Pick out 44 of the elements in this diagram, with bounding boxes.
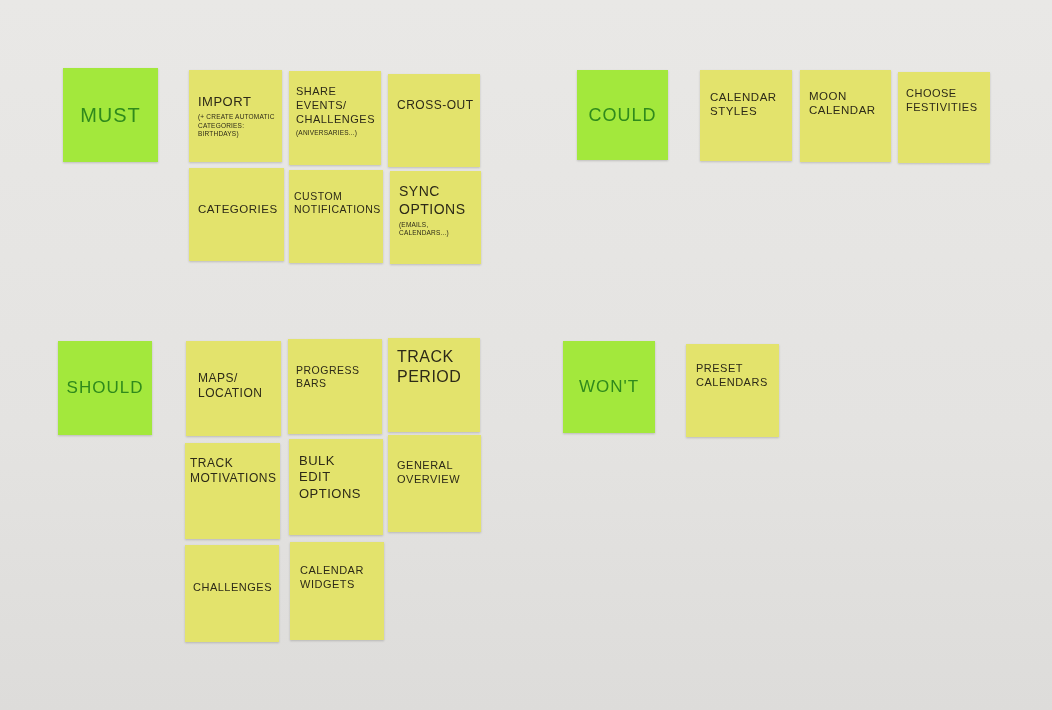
note-text: CHOOSE FESTIVITIES [906,87,979,115]
note-text: CUSTOM NOTIFICATIONS [294,190,382,217]
category-label: SHOULD [66,377,144,399]
sticky-note [289,170,383,263]
sticky-note [189,70,282,162]
note-text: CROSS-OUT [397,98,474,113]
note-text: TRACK PERIOD [397,347,463,387]
sticky-note [388,338,480,432]
note-text: SYNC OPTIONS [399,183,467,218]
sticky-note [700,70,792,161]
sticky-note [290,542,384,640]
note-text: MAPS/ LOCATION [198,371,264,401]
note-text: IMPORT [198,94,252,111]
sticky-note [388,435,481,532]
sticky-note [289,439,383,535]
note-text: CATEGORIES [198,202,278,217]
category-note [563,341,655,433]
note-text: SHARE EVENTS/ CHALLENGES [296,85,376,127]
note-text: PROGRESS BARS [296,364,361,391]
sticky-note [289,71,381,165]
sticky-note [186,341,281,436]
sticky-note [390,171,481,264]
category-note [63,68,158,162]
note-text: GENERAL OVERVIEW [397,459,462,487]
category-label: WON'T [578,376,640,398]
sticky-note [800,70,891,162]
note-text: CALENDAR WIDGETS [300,564,365,592]
note-text: MOON CALENDAR [809,89,877,118]
sticky-note [185,443,280,539]
note-text: CHALLENGES [193,581,272,595]
category-label: COULD [588,103,657,127]
note-text: TRACK MOTIVATIONS [190,456,278,486]
sticky-note [898,72,990,163]
note-text: CALENDAR STYLES [710,90,778,119]
sticky-note [686,344,779,437]
category-note [58,341,152,435]
note-text: PRESET CALENDARS [696,362,769,390]
sticky-note [189,168,284,261]
sticky-note [185,545,279,642]
sticky-note [388,74,480,167]
note-text: BULK EDIT OPTIONS [299,453,362,502]
sticky-note [288,339,382,434]
category-label: MUST [80,102,141,128]
category-note [577,70,668,160]
